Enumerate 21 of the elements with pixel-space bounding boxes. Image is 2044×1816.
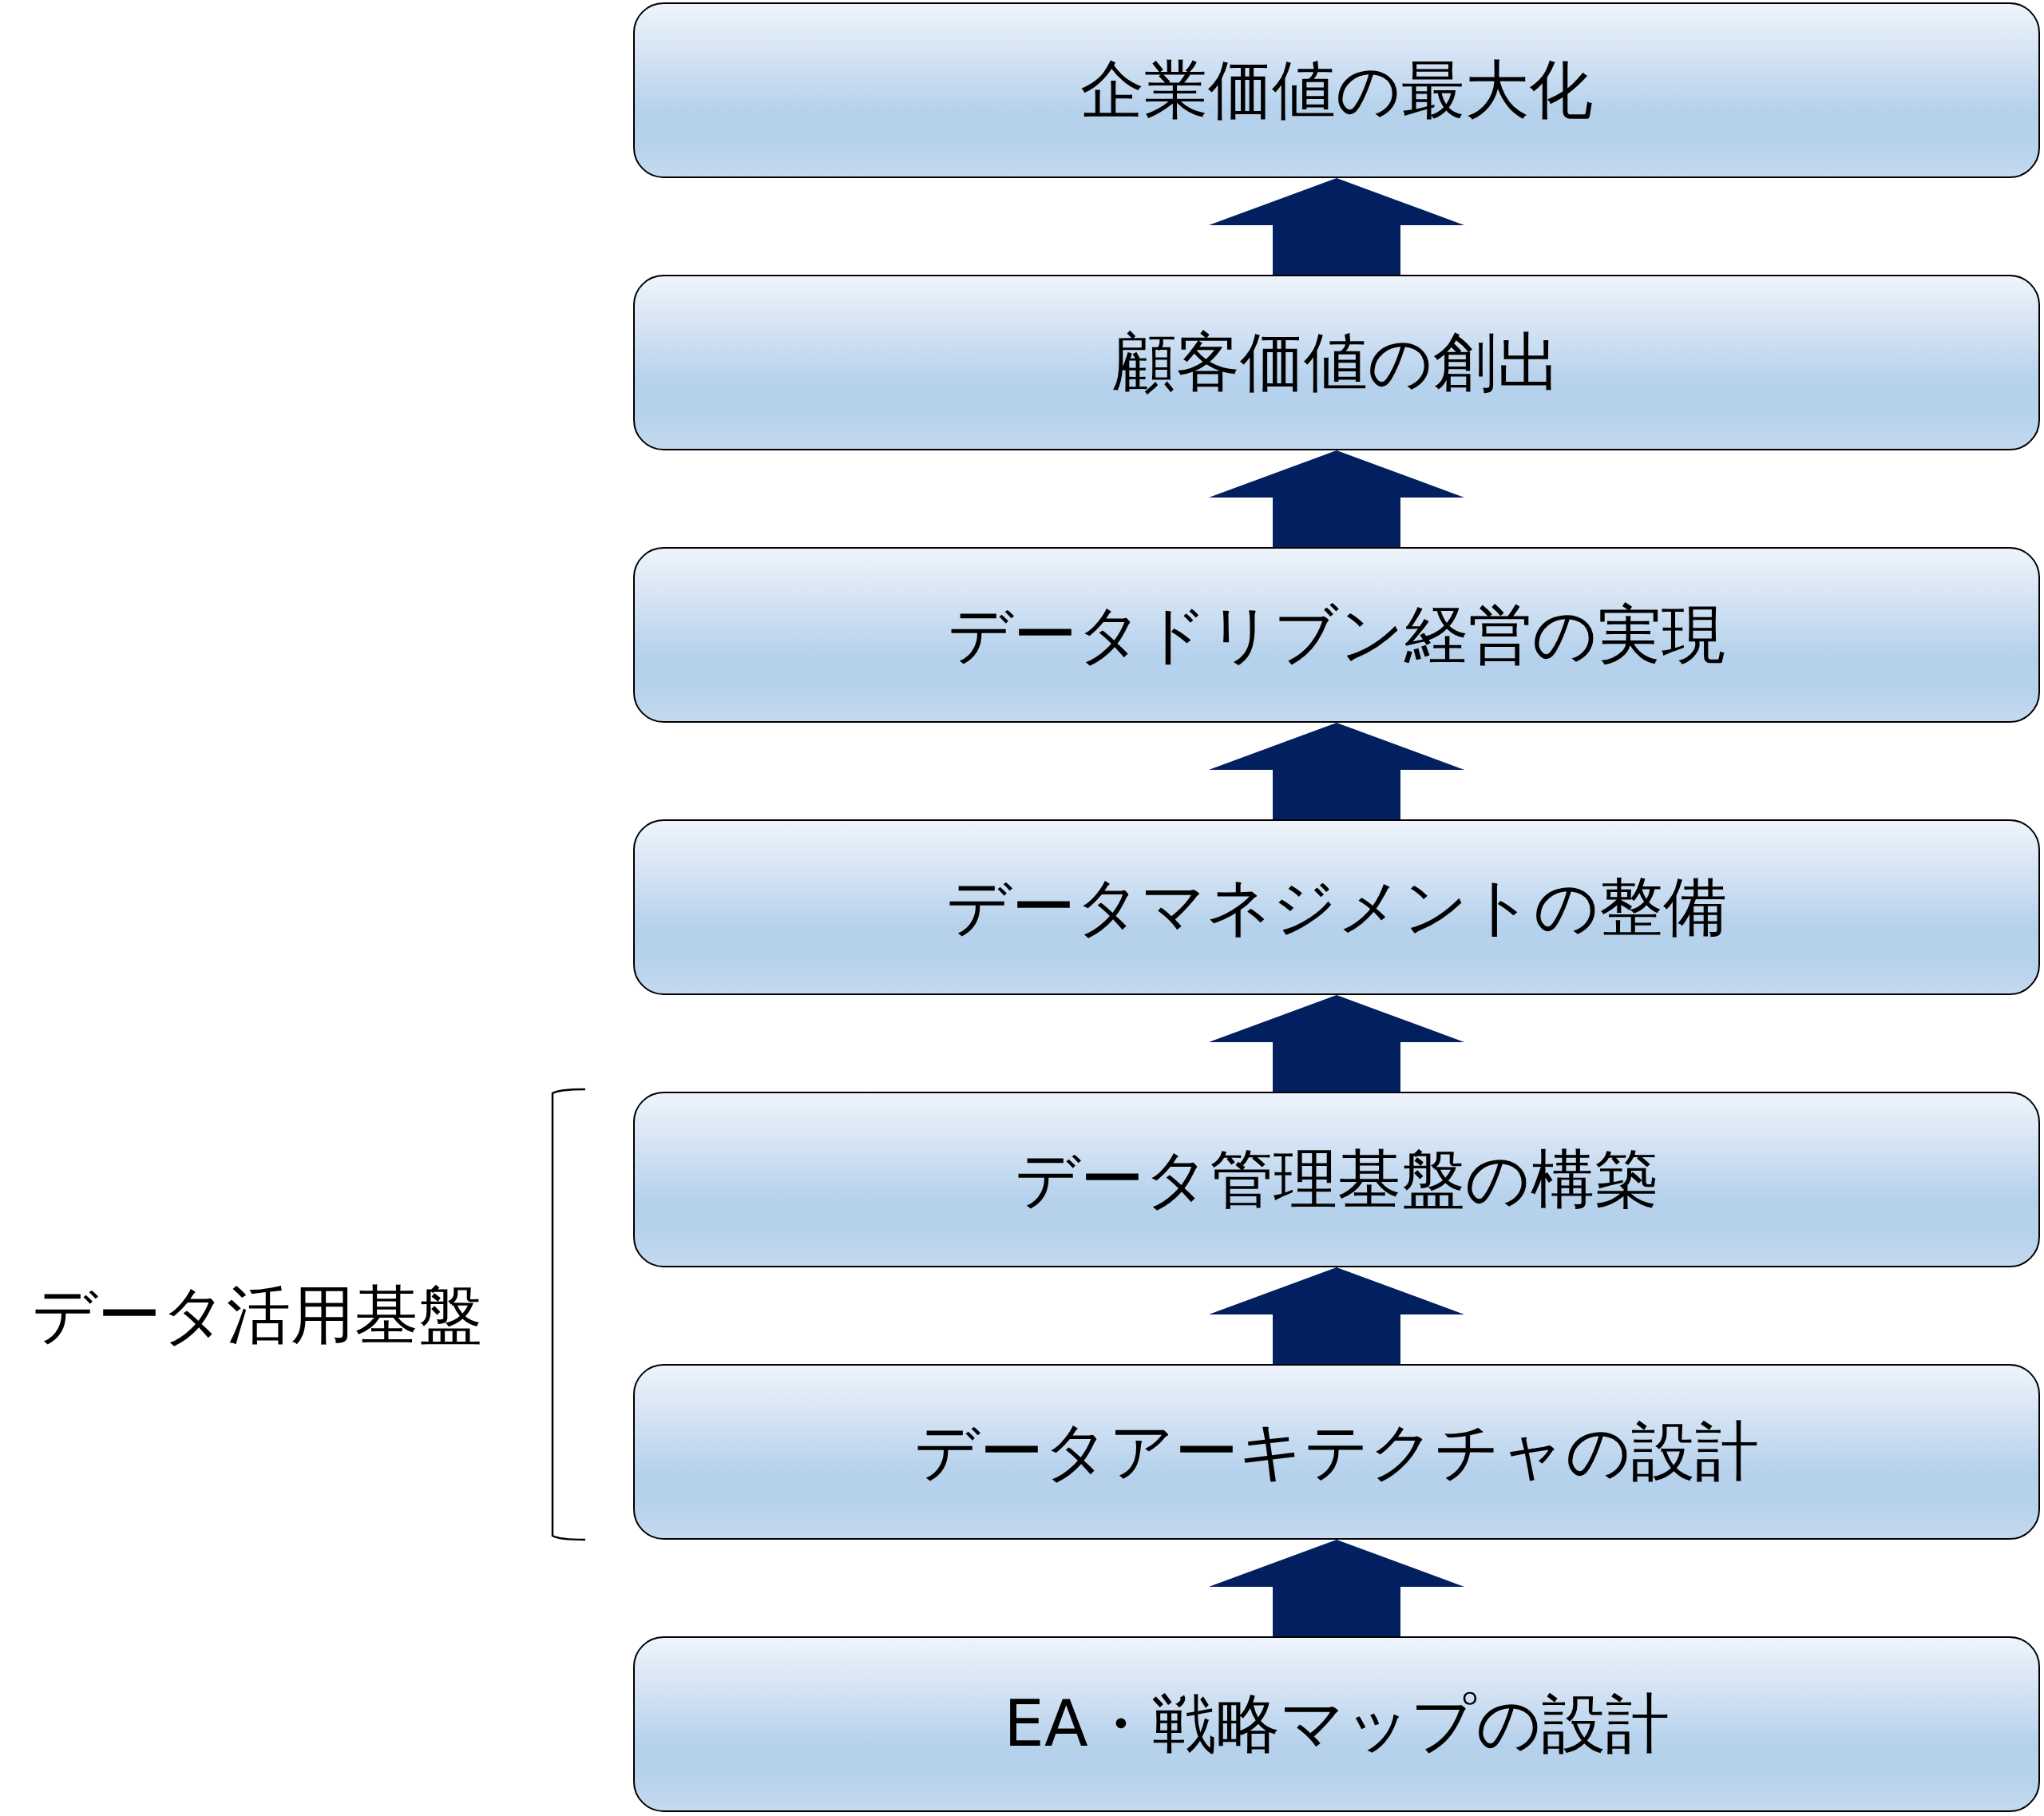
step-label: データアーキテクチャの設計 [914,1415,1759,1489]
arrow [1209,1540,1464,1636]
step-label: EA・戦略マップの設計 [1004,1687,1670,1761]
step-box [633,1364,2040,1540]
step-label: 顧客価値の創出 [1112,326,1561,399]
step-box [633,1092,2040,1267]
arrow [1209,723,1464,819]
step-label: データドリブン経営の実現 [948,598,1725,672]
arrow [1209,178,1464,275]
arrow [1209,1267,1464,1364]
group-label: データ活用基盤 [32,1279,482,1352]
arrow [1209,450,1464,547]
step-label: データ管理基盤の構築 [1015,1143,1658,1216]
step-box [633,547,2040,723]
step-box [633,2,2040,178]
arrow [1209,995,1464,1092]
step-label: 企業価値の最大化 [1080,54,1593,127]
step-box [633,1636,2040,1812]
step-box [633,819,2040,995]
step-box [633,275,2040,450]
step-label: データマネジメントの整備 [946,870,1727,944]
